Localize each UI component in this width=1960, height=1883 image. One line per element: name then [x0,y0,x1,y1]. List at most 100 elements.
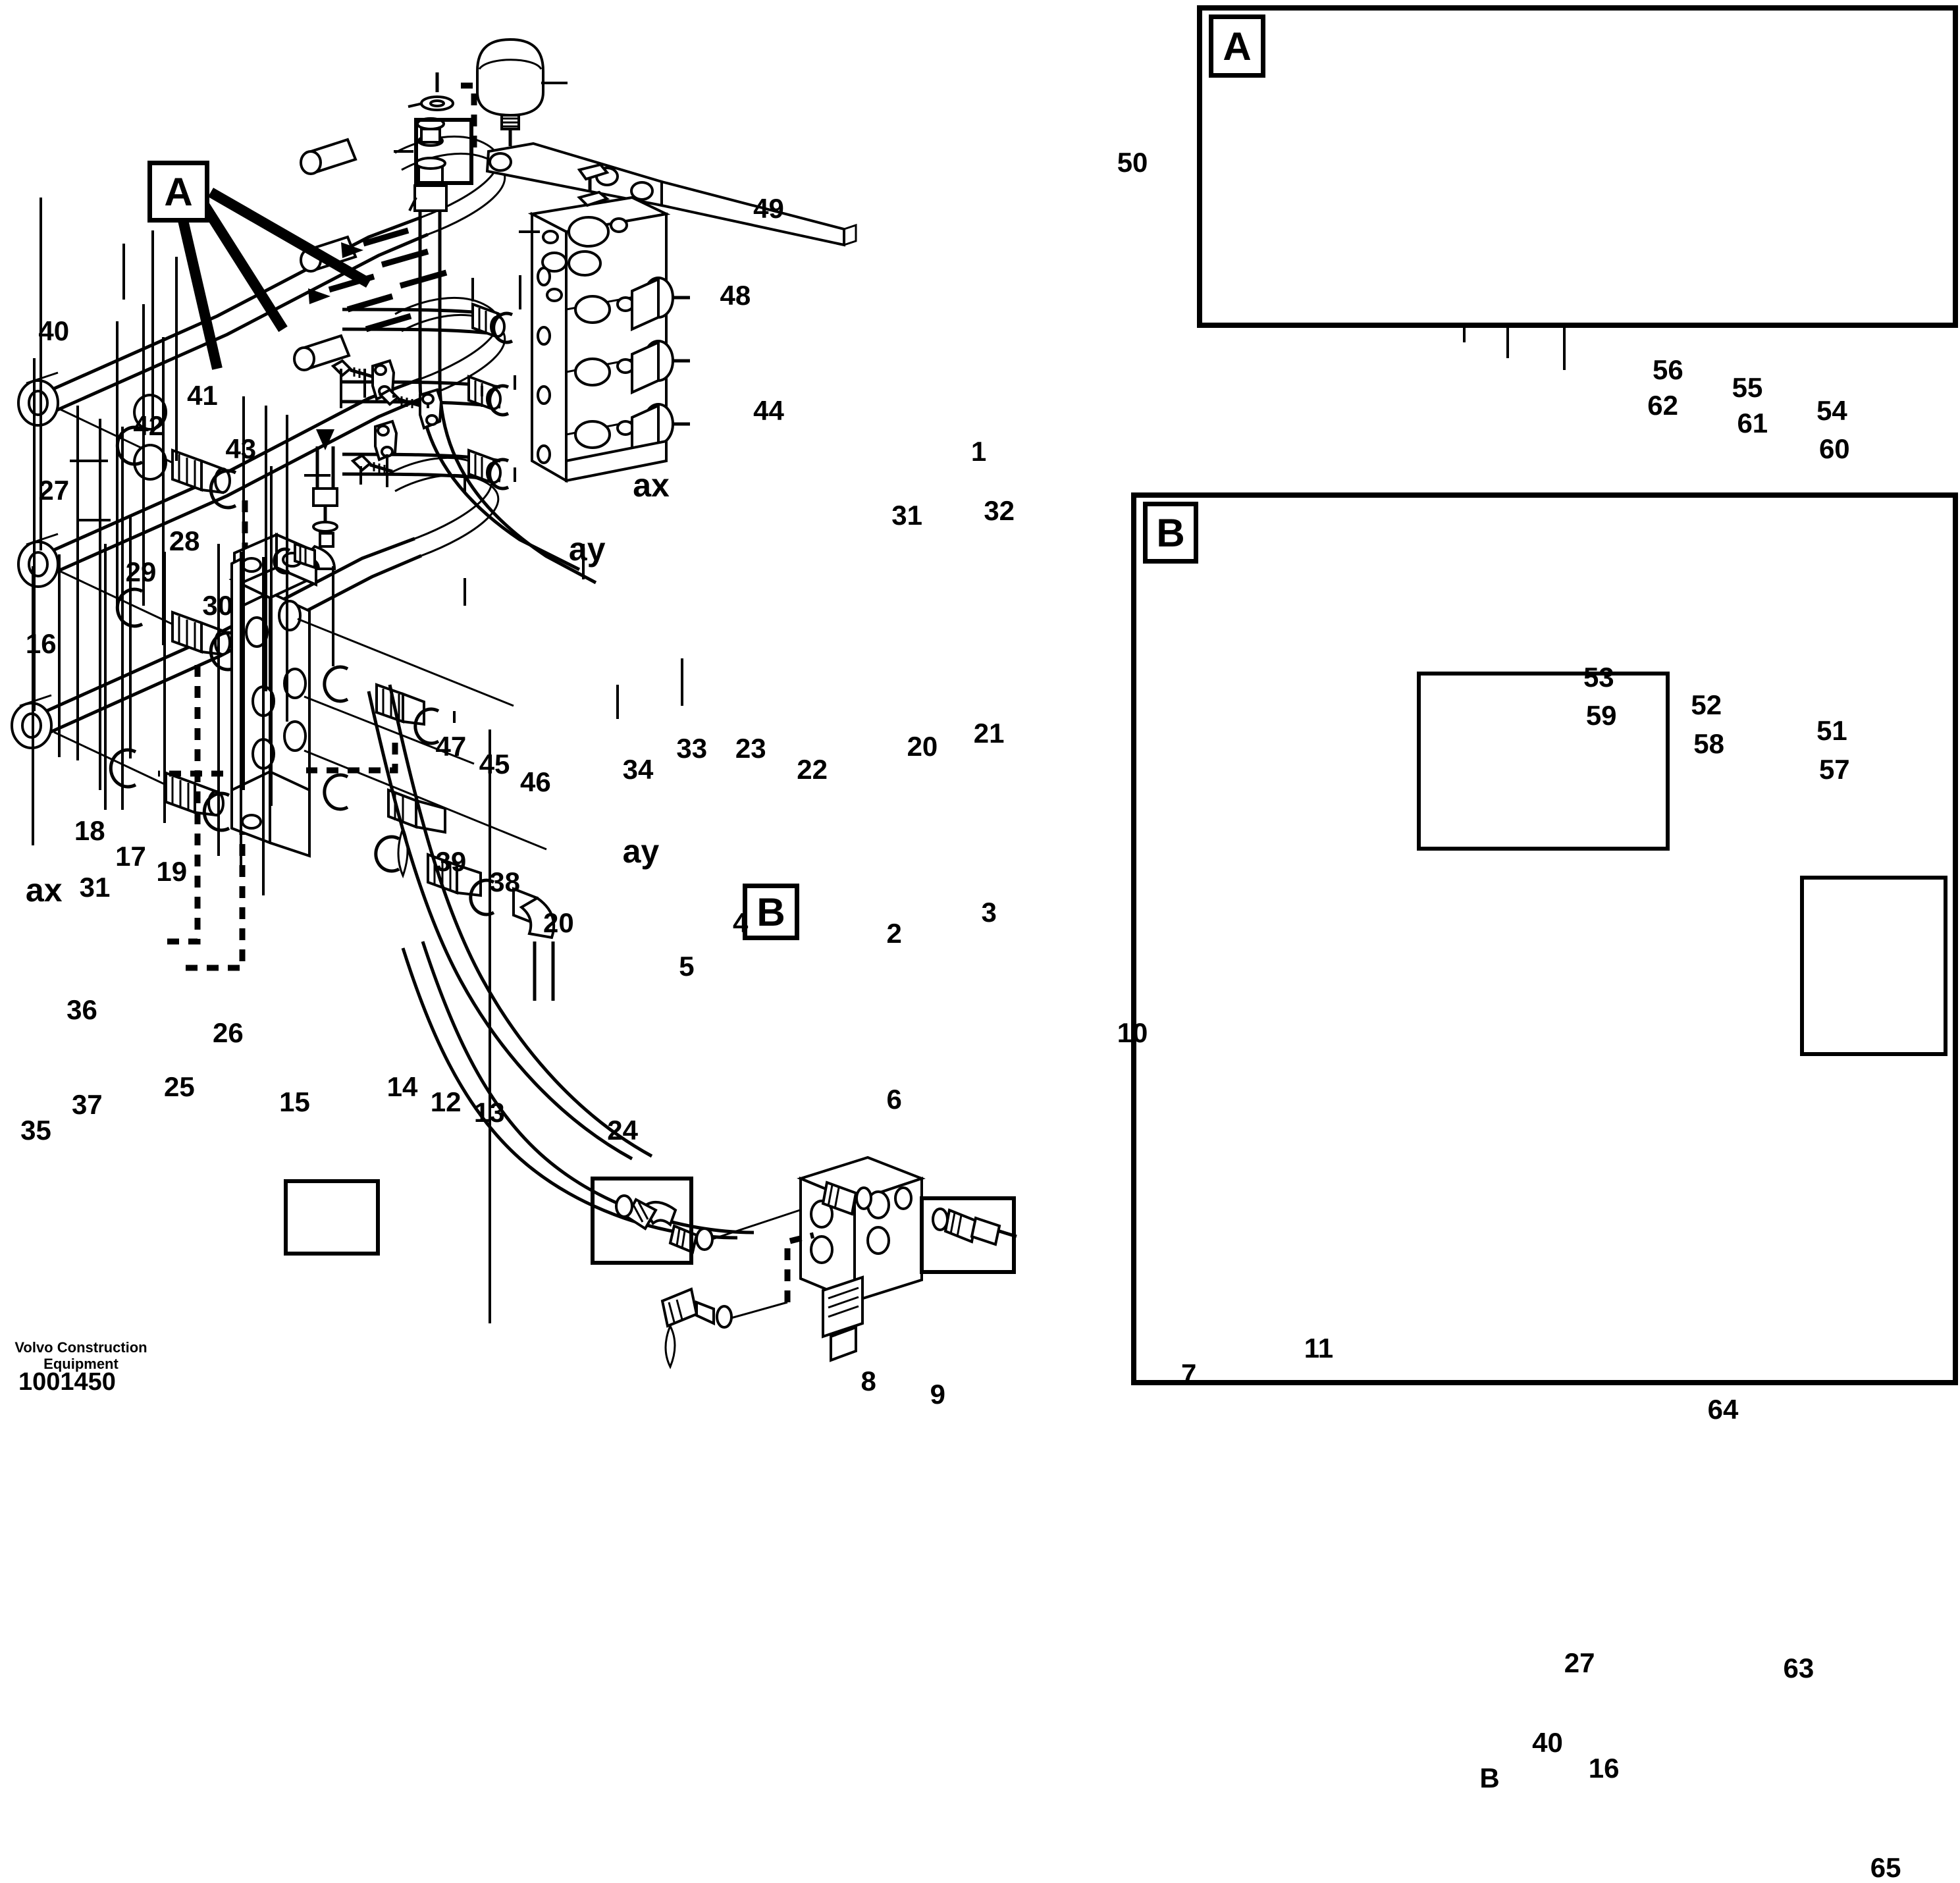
sub-detail-box-65 [1800,876,1947,1056]
callout-main-11-51: 11 [1304,1332,1334,1364]
clamp-set-5-4 [350,419,398,474]
section-marker-hatches [308,227,448,332]
fitting-10 [821,1180,872,1216]
callout-detail-a-62-1: 62 [1647,390,1678,421]
callout-main-45-23: 45 [479,748,510,780]
callout-main-2-35: 2 [886,917,902,949]
callout-detail-a-52-8: 52 [1691,689,1722,721]
footer-company-line1: Volvo Construction [14,1339,147,1356]
callout-main-30-7: 30 [202,589,234,621]
callout-main-39-25: 39 [435,845,467,877]
callout-main-ax-53: ax [633,466,670,504]
elbow-24-detail [273,532,336,575]
sub-detail-box-64 [1417,672,1670,851]
footer-drawing-number: 1001450 [18,1368,116,1396]
fitting-11-detail [932,1207,1017,1246]
callout-main-50-45: 50 [1117,146,1148,178]
callout-main-12-20: 12 [430,1086,462,1118]
sub-detail-frame-11 [920,1196,1016,1274]
callout-main-20-27: 20 [543,907,574,938]
callout-main-13-21: 13 [473,1096,505,1128]
callout-main-20-37: 20 [907,730,938,762]
callout-main-15-18: 15 [279,1086,310,1118]
callout-main-6-46: 6 [886,1084,902,1115]
hose-end-fitting-27 [17,533,59,588]
valve-spool-caps [631,277,690,458]
callout-detail-b-63-0: 63 [1783,1653,1814,1684]
hose-cap-upper-3 [293,334,351,371]
callout-main-21-38: 21 [973,718,1005,749]
detail-b-marker-inner-label: B [756,889,785,934]
callout-detail-a-53-6: 53 [1583,661,1614,693]
callout-detail-b-65-2: 65 [1870,1852,1901,1883]
hose-end-fitting-40 [17,371,59,427]
callout-detail-a-56-0: 56 [1653,354,1683,385]
callout-main-27-4: 27 [38,474,70,506]
elbow-13 [512,887,556,1001]
callout-main-23-31: 23 [735,733,766,764]
detail-panel-b-badge: B [1143,502,1198,564]
callout-detail-b-16-5: 16 [1588,1752,1620,1784]
detail-a-marker-leaders [172,188,371,370]
footer-company-line2: Equipment [43,1356,119,1373]
callout-main-26-17: 26 [212,1017,244,1049]
callout-main-42-1: 42 [133,410,165,442]
detail-panel-b-badge-label: B [1156,510,1185,555]
valve-block-1 [527,163,690,483]
hose-to-bottom-valve [367,684,755,1240]
sub-detail-frame-6 [591,1177,693,1265]
valve-left-ports [537,267,551,464]
callout-main-ay-55: ay [622,833,660,870]
callout-main-16-8: 16 [25,627,57,659]
callout-main-ax-52: ax [25,871,63,909]
valve-mount-bar [660,180,857,247]
callout-main-31-39: 31 [891,500,922,531]
sub-detail-frame-48 [414,118,473,185]
callout-main-41-2: 41 [187,379,218,411]
callout-main-34-29: 34 [622,753,654,785]
callout-main-29-6: 29 [125,556,157,588]
clamp-4 [374,419,398,462]
callout-main-10-50: 10 [1117,1017,1148,1049]
callout-detail-a-58-9: 58 [1693,728,1724,759]
sub-detail-frame-24 [284,1179,380,1256]
callout-main-37-15: 37 [71,1089,103,1121]
footer-company: Volvo Construction Equipment [9,1339,153,1373]
callout-main-31-12: 31 [79,871,111,903]
hose-cap-upper-1 [300,138,358,175]
callout-main-38-26: 38 [489,866,520,897]
callout-main-17-10: 17 [115,840,146,872]
callout-main-25-16: 25 [164,1071,195,1102]
callout-main-22-32: 22 [797,753,828,785]
callout-detail-a-55-2: 55 [1732,371,1763,403]
detail-a-marker-main: A [147,161,209,223]
fitting-chain-27 [60,570,237,672]
callout-main-33-30: 33 [676,733,708,764]
callout-main-32-40: 32 [984,494,1015,526]
callout-leader-lines [32,82,683,1323]
clamp-22 [419,388,443,430]
callout-detail-b-b-6: B [1479,1763,1500,1794]
callout-main-4-34: 4 [732,907,749,938]
callout-main-14-19: 14 [386,1071,418,1102]
callout-detail-a-60-5: 60 [1818,433,1850,465]
callout-main-36-13: 36 [66,994,97,1026]
detail-b-marker-inner: B [743,884,799,940]
coupling-41 [171,448,231,494]
parts-diagram-canvas: .ln{fill:none;stroke:#000;stroke-width:3… [9,5,1958,1882]
detail-panel-a-badge: A [1209,14,1265,78]
callout-detail-a-59-7: 59 [1585,699,1617,731]
callout-detail-b-64-1: 64 [1707,1394,1739,1425]
elbow-6-detail [615,1194,807,1254]
fitting-20-ay [312,429,338,533]
coupling-28 [171,610,231,656]
callout-main-9-48: 9 [930,1378,945,1410]
callout-main-46-24: 46 [519,766,551,798]
callout-main-43-3: 43 [225,433,257,465]
callout-main-8-47: 8 [861,1366,876,1397]
callout-detail-a-51-10: 51 [1816,715,1847,747]
callout-main-1-41: 1 [970,436,987,467]
detail-panel-a [1197,5,1958,328]
detail-a-marker-label: A [164,169,193,214]
callout-main-40-0: 40 [38,315,70,347]
